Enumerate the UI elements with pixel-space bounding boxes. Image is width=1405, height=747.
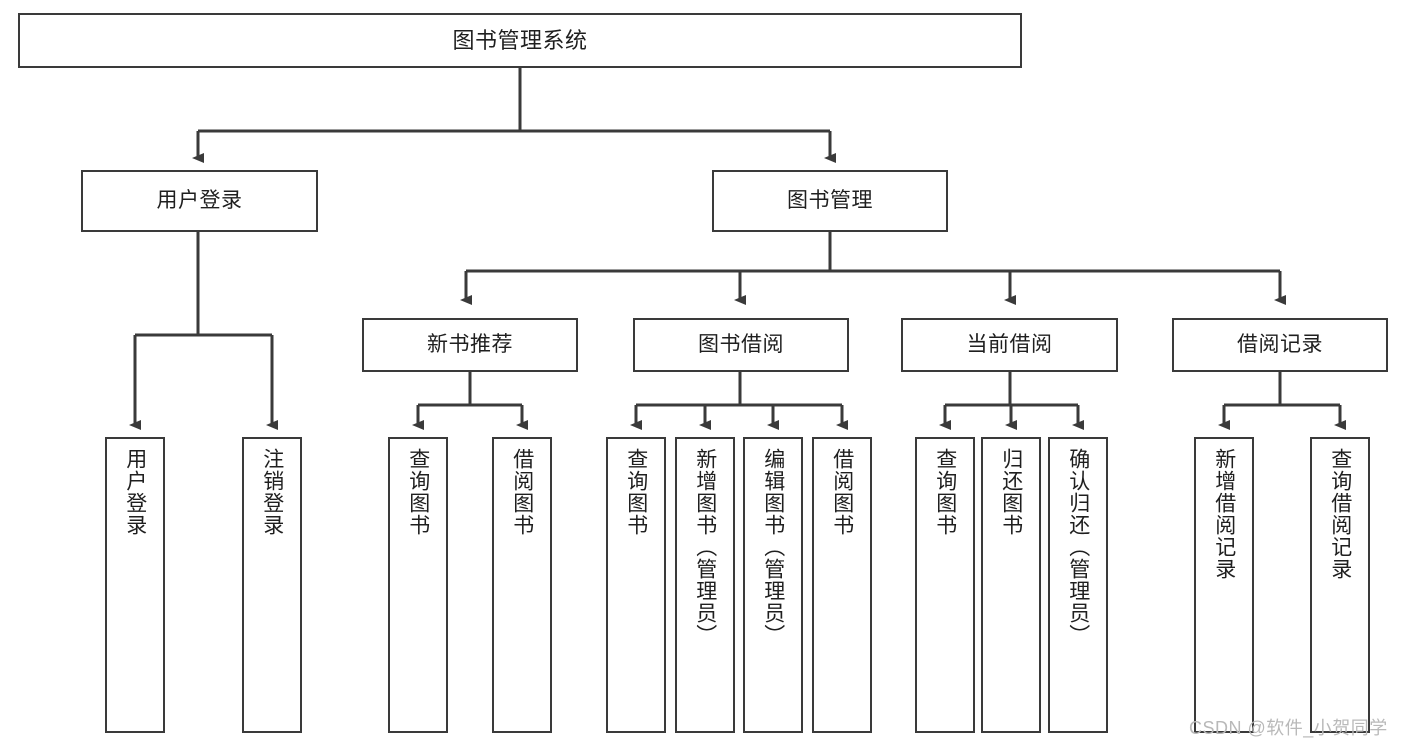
node-label: 图书借阅: [698, 332, 784, 356]
node-current-borrow[interactable]: 当前借阅: [901, 318, 1118, 372]
node-label: 图书管理系统: [452, 27, 588, 53]
node-label: 确认归还（管理员）: [1066, 448, 1090, 646]
node-label: 查询图书: [406, 448, 430, 536]
node-label: 新增借阅记录: [1212, 448, 1236, 580]
node-label: 借阅图书: [830, 448, 854, 536]
node-label: 查询借阅记录: [1328, 448, 1352, 580]
leaf-borrow-record-add-record[interactable]: 新增借阅记录: [1194, 437, 1254, 733]
node-label: 查询图书: [933, 448, 957, 536]
leaf-user-login-logout[interactable]: 注销登录: [242, 437, 302, 733]
leaf-book-borrow-borrow-book[interactable]: 借阅图书: [812, 437, 872, 733]
node-borrow-record[interactable]: 借阅记录: [1172, 318, 1388, 372]
leaf-user-login-login[interactable]: 用户登录: [105, 437, 165, 733]
leaf-book-borrow-edit-book-admin[interactable]: 编辑图书（管理员）: [743, 437, 803, 733]
leaf-book-borrow-query-book[interactable]: 查询图书: [606, 437, 666, 733]
leaf-current-borrow-return-book[interactable]: 归还图书: [981, 437, 1041, 733]
node-label: 用户登录: [156, 188, 243, 212]
node-label: 查询图书: [624, 448, 648, 536]
leaf-book-borrow-add-book-admin[interactable]: 新增图书（管理员）: [675, 437, 735, 733]
node-label: 当前借阅: [966, 332, 1053, 356]
leaf-new-book-query-book[interactable]: 查询图书: [388, 437, 448, 733]
leaf-current-borrow-confirm-return-admin[interactable]: 确认归还（管理员）: [1048, 437, 1108, 733]
node-root-book-management-system[interactable]: 图书管理系统: [18, 13, 1022, 68]
node-user-login[interactable]: 用户登录: [81, 170, 318, 232]
node-label: 新增图书（管理员）: [693, 448, 717, 646]
node-label: 借阅记录: [1237, 332, 1323, 356]
node-label: 新书推荐: [427, 332, 513, 356]
leaf-current-borrow-query-book[interactable]: 查询图书: [915, 437, 975, 733]
leaf-borrow-record-query-record[interactable]: 查询借阅记录: [1310, 437, 1370, 733]
leaf-new-book-borrow-book[interactable]: 借阅图书: [492, 437, 552, 733]
node-label: 编辑图书（管理员）: [761, 448, 785, 646]
node-label: 图书管理: [787, 188, 873, 212]
node-label: 借阅图书: [510, 448, 534, 536]
node-new-book-recommend[interactable]: 新书推荐: [362, 318, 578, 372]
node-book-borrow[interactable]: 图书借阅: [633, 318, 849, 372]
node-label: 用户登录: [123, 448, 147, 536]
watermark: CSDN @软件_小贺同学: [1189, 718, 1388, 738]
node-label: 归还图书: [999, 448, 1023, 536]
node-book-management[interactable]: 图书管理: [712, 170, 948, 232]
node-label: 注销登录: [260, 448, 284, 536]
